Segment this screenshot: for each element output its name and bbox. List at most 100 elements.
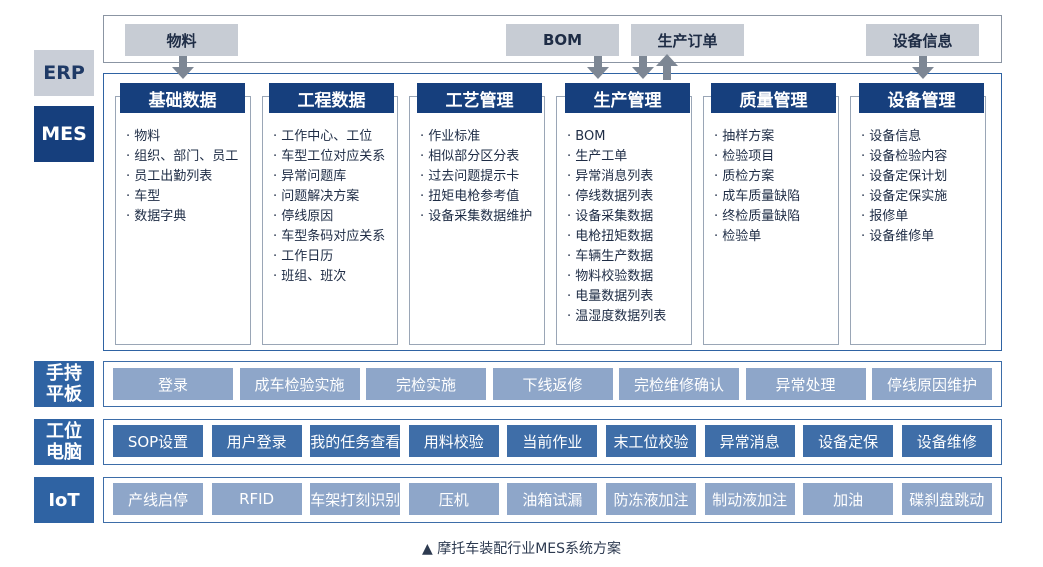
module-card-process-management: 作业标准相似部分区分表过去问题提示卡扭矩电枪参考值设备采集数据维护: [409, 96, 545, 345]
module-item: 异常消息列表: [567, 167, 666, 187]
module-item: 车型条码对应关系: [273, 227, 385, 247]
module-item: 温湿度数据列表: [567, 307, 666, 327]
module-item: 质检方案: [714, 167, 800, 187]
module-item: 车型工位对应关系: [273, 147, 385, 167]
module-item: 生产工单: [567, 147, 666, 167]
erp-box-material: 物料: [125, 24, 238, 56]
module-title-process-management: 工艺管理: [417, 83, 542, 113]
handheld-button[interactable]: 停线原因维护: [872, 368, 992, 400]
workstation-button[interactable]: 我的任务查看: [310, 425, 401, 457]
module-item: 过去问题提示卡: [420, 167, 532, 187]
module-item: 异常问题库: [273, 167, 385, 187]
workstation-button[interactable]: SOP设置: [113, 425, 203, 457]
module-item: 设备采集数据: [567, 207, 666, 227]
iot-button[interactable]: 加油: [803, 483, 894, 515]
iot-button[interactable]: 碟刹盘跳动: [901, 483, 992, 515]
module-item: 停线原因: [273, 207, 385, 227]
module-item: 车辆生产数据: [567, 247, 666, 267]
handheld-button[interactable]: 完检实施: [366, 368, 486, 400]
module-list: 作业标准相似部分区分表过去问题提示卡扭矩电枪参考值设备采集数据维护: [420, 127, 532, 227]
arrow-down-icon: [587, 67, 609, 79]
module-title-production-management: 生产管理: [565, 83, 690, 113]
module-list: 物料组织、部门、员工员工出勤列表车型数据字典: [126, 127, 238, 227]
module-card-basic-data: 物料组织、部门、员工员工出勤列表车型数据字典: [115, 96, 251, 345]
erp-box-production-order: 生产订单: [631, 24, 744, 56]
module-item: 员工出勤列表: [126, 167, 238, 187]
arrow-down-icon: [639, 56, 647, 68]
module-item: 检验单: [714, 227, 800, 247]
module-item: BOM: [567, 127, 666, 147]
figure-caption: ▲ 摩托车装配行业MES系统方案: [421, 541, 622, 557]
workstation-button[interactable]: 设备定保: [803, 425, 894, 457]
module-item: 相似部分区分表: [420, 147, 532, 167]
iot-button[interactable]: RFID: [211, 483, 302, 515]
arrow-down-icon: [594, 56, 602, 68]
module-item: 设备检验内容: [861, 147, 947, 167]
module-item: 作业标准: [420, 127, 532, 147]
module-item: 数据字典: [126, 207, 238, 227]
module-title-basic-data: 基础数据: [120, 83, 245, 113]
iot-button[interactable]: 制动液加注: [704, 483, 795, 515]
module-title-equipment-management: 设备管理: [859, 83, 984, 113]
handheld-button[interactable]: 异常处理: [745, 368, 866, 400]
module-item: 设备定保实施: [861, 187, 947, 207]
module-item: 电枪扭矩数据: [567, 227, 666, 247]
module-item: 报修单: [861, 207, 947, 227]
arrow-up-icon: [663, 64, 671, 80]
module-list: 设备信息设备检验内容设备定保计划设备定保实施报修单设备维修单: [861, 127, 947, 247]
handheld-button[interactable]: 登录: [113, 368, 233, 400]
module-item: 电量数据列表: [567, 287, 666, 307]
module-item: 设备维修单: [861, 227, 947, 247]
workstation-button[interactable]: 当前作业: [507, 425, 598, 457]
arrow-down-icon: [172, 67, 194, 79]
flow-arrows: [172, 54, 934, 80]
module-item: 设备定保计划: [861, 167, 947, 187]
workstation-button[interactable]: 设备维修: [901, 425, 992, 457]
handheld-button[interactable]: 完检维修确认: [619, 368, 739, 400]
module-item: 检验项目: [714, 147, 800, 167]
iot-button[interactable]: 防冻液加注: [606, 483, 696, 515]
arrow-up-icon: [656, 54, 678, 66]
iot-button[interactable]: 油箱试漏: [507, 483, 598, 515]
module-title-quality-management: 质量管理: [711, 83, 836, 113]
iot-button[interactable]: 产线启停: [113, 483, 203, 515]
module-list: BOM生产工单异常消息列表停线数据列表设备采集数据电枪扭矩数据车辆生产数据物料校…: [567, 127, 666, 327]
module-item: 车型: [126, 187, 238, 207]
workstation-button[interactable]: 用料校验: [408, 425, 499, 457]
erp-box-bom: BOM: [506, 24, 619, 56]
module-item: 成车质量缺陷: [714, 187, 800, 207]
iot-button[interactable]: 车架打刻识别: [310, 483, 401, 515]
workstation-button[interactable]: 用户登录: [211, 425, 302, 457]
handheld-button[interactable]: 下线返修: [492, 368, 613, 400]
module-item: 扭矩电枪参考值: [420, 187, 532, 207]
module-item: 物料: [126, 127, 238, 147]
module-item: 问题解决方案: [273, 187, 385, 207]
layer-label-workstation: 工位 电脑: [34, 419, 94, 465]
arrow-down-icon: [912, 67, 934, 79]
module-title-engineering-data: 工程数据: [269, 83, 394, 113]
module-item: 终检质量缺陷: [714, 207, 800, 227]
module-item: 设备采集数据维护: [420, 207, 532, 227]
module-item: 物料校验数据: [567, 267, 666, 287]
module-item: 工作日历: [273, 247, 385, 267]
arrow-down-icon: [179, 56, 187, 68]
arrow-down-icon: [632, 67, 654, 79]
module-item: 组织、部门、员工: [126, 147, 238, 167]
module-item: 设备信息: [861, 127, 947, 147]
module-list: 抽样方案检验项目质检方案成车质量缺陷终检质量缺陷检验单: [714, 127, 800, 247]
workstation-button[interactable]: 末工位校验: [606, 425, 696, 457]
iot-button[interactable]: 压机: [408, 483, 499, 515]
workstation-button[interactable]: 异常消息: [704, 425, 795, 457]
module-card-quality-management: 抽样方案检验项目质检方案成车质量缺陷终检质量缺陷检验单: [703, 96, 839, 345]
module-item: 班组、班次: [273, 267, 385, 287]
module-card-production-management: BOM生产工单异常消息列表停线数据列表设备采集数据电枪扭矩数据车辆生产数据物料校…: [556, 96, 692, 345]
module-card-equipment-management: 设备信息设备检验内容设备定保计划设备定保实施报修单设备维修单: [850, 96, 986, 345]
module-item: 工作中心、工位: [273, 127, 385, 147]
module-item: 停线数据列表: [567, 187, 666, 207]
erp-box-equipment-info: 设备信息: [866, 24, 979, 56]
layer-label-handheld: 手持 平板: [34, 361, 94, 407]
handheld-button[interactable]: 成车检验实施: [239, 368, 360, 400]
arrow-down-icon: [919, 56, 927, 68]
module-list: 工作中心、工位车型工位对应关系异常问题库问题解决方案停线原因车型条码对应关系工作…: [273, 127, 385, 287]
layer-label-erp: ERP: [34, 50, 94, 96]
